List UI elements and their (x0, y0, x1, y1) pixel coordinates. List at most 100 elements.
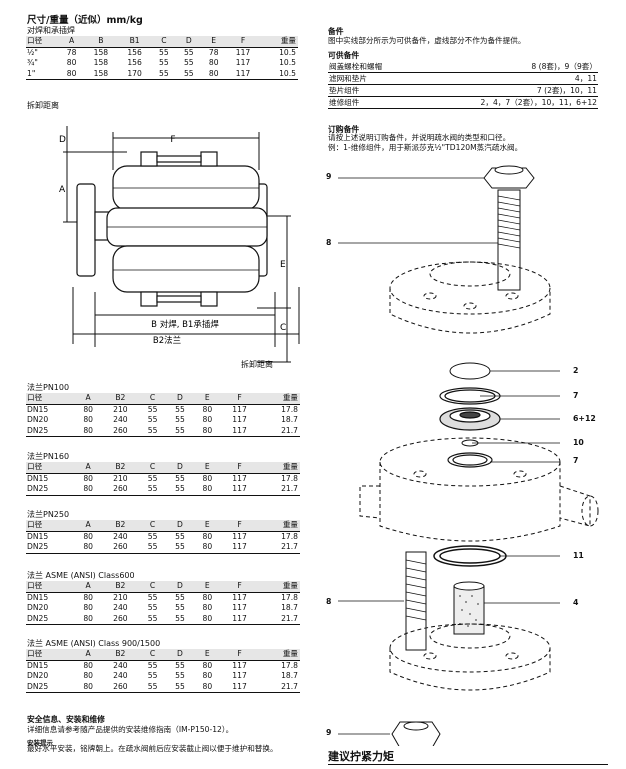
table-cell: 55 (147, 603, 158, 613)
table-cell: 21.7 (258, 484, 300, 496)
table-cell: 80 (74, 681, 102, 694)
table-cell: DN15 (26, 659, 75, 672)
table-cell: 80 (74, 591, 102, 604)
table-header-cell: B (84, 36, 118, 48)
table-cell: 55 (166, 681, 194, 694)
flange-table-title: 法兰 ASME (ANSI) Class 900/1500 (27, 639, 161, 648)
table-cell: 55 (175, 415, 185, 425)
table-cell: 80 (193, 403, 222, 416)
table-header-cell: F (226, 36, 260, 48)
table-header-cell: F (221, 520, 259, 532)
table-cell: 117 (226, 68, 260, 81)
table-cell: 55 (176, 68, 202, 81)
table-cell: DN20 (27, 671, 49, 681)
table-header-cell: C (138, 462, 167, 474)
table-cell: 55 (138, 591, 167, 604)
table-cell: 117 (221, 659, 259, 672)
table-cell: 117 (235, 58, 251, 68)
table-cell: 80 (208, 58, 219, 68)
table-cell: 117 (226, 46, 260, 59)
withdrawal-label: 拆卸距离 (27, 101, 59, 110)
spare-name: 滤网和垫片 (328, 72, 414, 85)
table-header-cell: 口径 (26, 393, 75, 405)
table-cell: 240 (113, 415, 128, 425)
table-header-cell: E (193, 581, 222, 593)
table-cell: 55 (166, 403, 194, 416)
table-header-cell: F (221, 649, 259, 661)
table-cell: 260 (101, 613, 139, 626)
install-note-text: 最好水平安装，铭牌朝上。在疏水阀前后应安装截止阀以便于维护和替换。 (27, 744, 278, 753)
callout-10: 10 (573, 438, 584, 447)
table-cell: 78 (201, 46, 227, 59)
table-header-cell: C (138, 393, 167, 405)
dim-b-label: B 对焊, B1承插焊 (151, 319, 219, 330)
table-cell: 55 (138, 484, 167, 496)
safety-text: 详细信息请参考随产品提供的安装维修指南（IM-P150-12）。 (27, 725, 234, 734)
callout-8-top: 8 (326, 238, 332, 247)
spare-name: 维修组件 (328, 96, 414, 109)
table-cell: 117 (221, 681, 259, 694)
table-cell: 17.8 (258, 472, 300, 485)
table-cell: 80 (59, 68, 85, 81)
table-cell: 80 (74, 484, 102, 496)
trap-dimension-drawing: F D A E C B 对焊, B1承插焊 B2法兰 (59, 126, 300, 363)
table-header-cell: B2 (101, 520, 139, 532)
table-cell: 117 (221, 542, 259, 554)
table-header-cell: D (166, 393, 194, 405)
table-cell: 55 (175, 671, 185, 681)
table-cell: 55 (176, 46, 202, 59)
table-cell: 80 (83, 603, 93, 613)
torque-title: 建议拧紧力矩 (328, 750, 394, 763)
spares-title: 备件 (328, 27, 344, 36)
table-cell: 80 (74, 659, 102, 672)
table-cell: 55 (151, 68, 177, 81)
table-cell: 260 (101, 542, 139, 554)
table-cell: 55 (166, 425, 194, 438)
table-header-cell: 重量 (258, 520, 300, 532)
table-header-cell: C (138, 581, 167, 593)
table-cell: 55 (138, 530, 167, 543)
table-cell: 55 (138, 403, 167, 416)
table-header-cell: 口径 (26, 581, 75, 593)
table-header-cell: A (74, 462, 102, 474)
table-cell: DN20 (27, 603, 49, 613)
table-cell: 80 (193, 484, 222, 496)
table-cell: 80 (66, 58, 77, 68)
table-cell: 80 (193, 659, 222, 672)
table-header-cell: E (193, 462, 222, 474)
table-cell: 55 (147, 671, 158, 681)
table-cell: 170 (117, 68, 152, 81)
table-cell: 18.7 (281, 671, 298, 681)
table-cell: 80 (83, 415, 93, 425)
table-header-cell: D (166, 649, 194, 661)
table-cell: 240 (101, 530, 139, 543)
table-cell: 55 (138, 472, 167, 485)
table-header-cell: 口径 (26, 649, 75, 661)
ordering-line-1: 请按上述说明订购备件，并说明疏水阀的类型和口径。 (328, 133, 511, 142)
table-header-cell: D (176, 36, 202, 48)
dimensions-subtitle: 对焊和承插焊 (27, 26, 75, 35)
table-cell: 80 (202, 603, 213, 613)
table-cell: 55 (147, 415, 158, 425)
table-cell: 55 (166, 542, 194, 554)
table-cell: 17.8 (258, 659, 300, 672)
table-header-cell: B1 (117, 36, 152, 48)
table-cell: 117 (221, 613, 259, 626)
table-cell: 55 (166, 659, 194, 672)
dimensions-title: 尺寸/重量（近似）mm/kg (27, 15, 143, 26)
exploded-view-drawing (338, 165, 599, 746)
table-cell: 80 (193, 542, 222, 554)
